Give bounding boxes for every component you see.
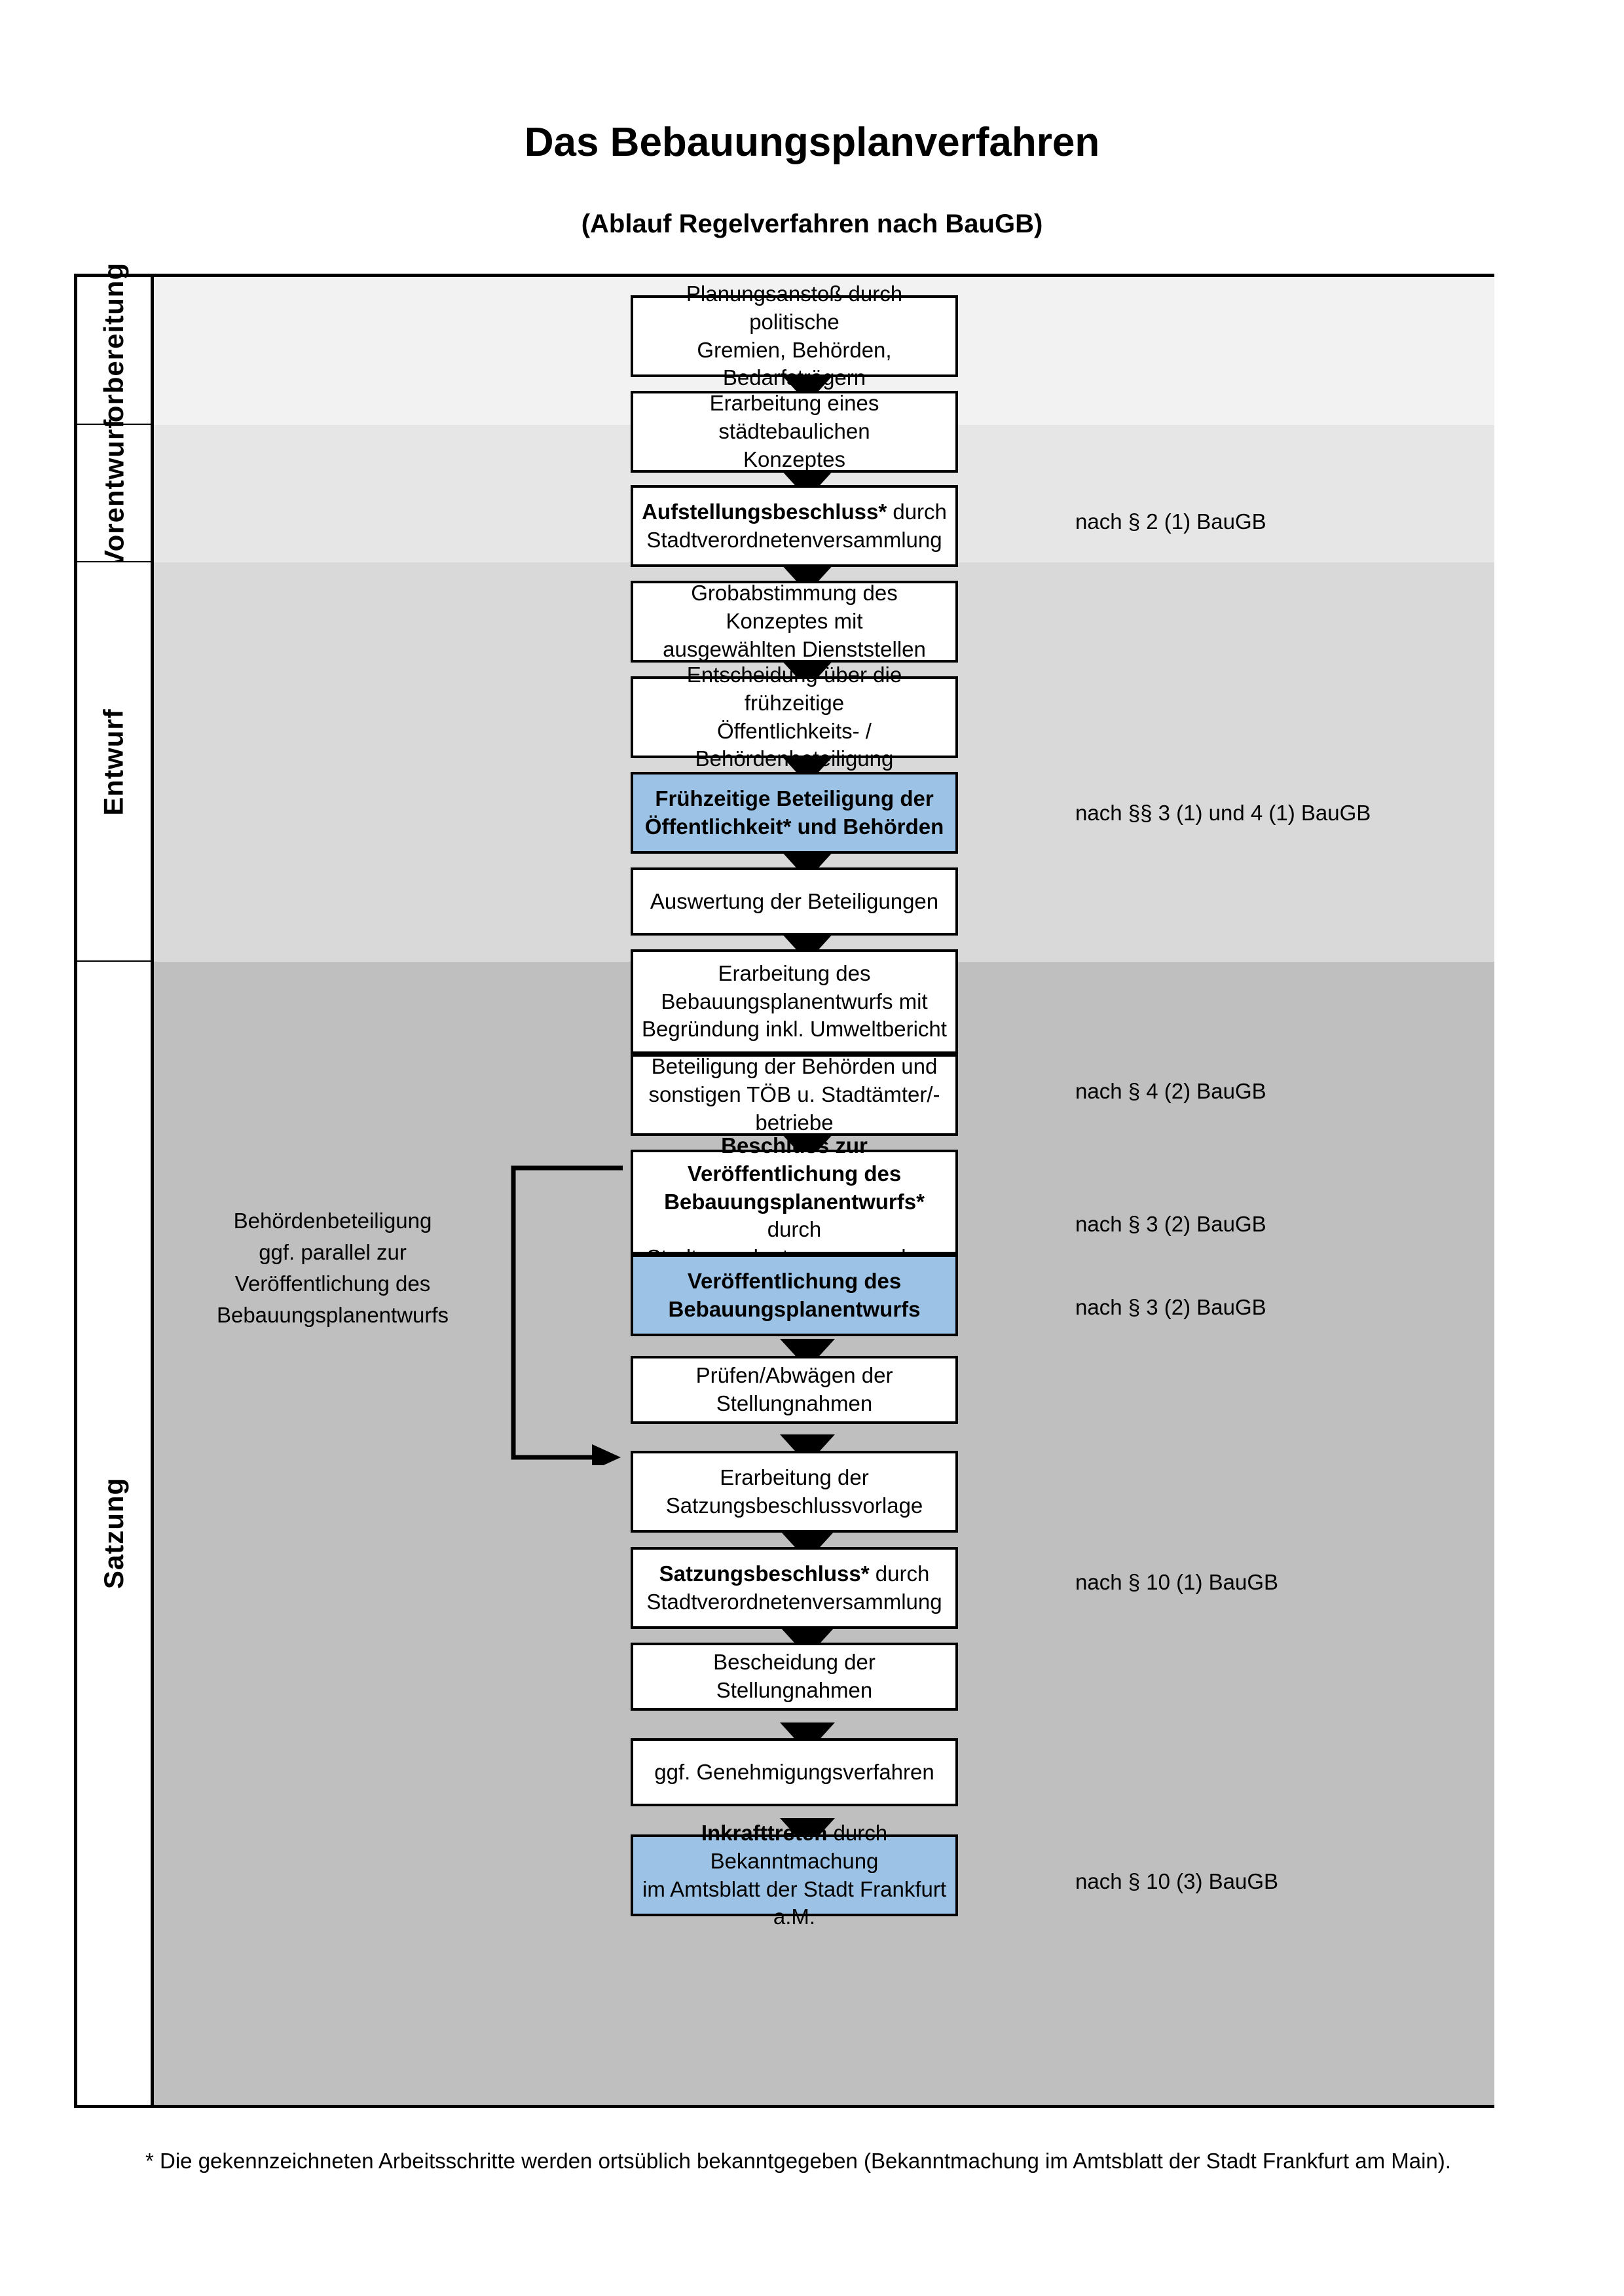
phase-separator <box>77 960 151 962</box>
legal-reference-6: nach § 10 (1) BauGB <box>1075 1570 1279 1594</box>
phase-label-vorentwurf: Vorentwurf <box>77 419 151 568</box>
legal-reference-5: nach § 3 (2) BauGB <box>1075 1295 1266 1319</box>
page-subtitle: (Ablauf Regelverfahren nach BauGB) <box>581 210 1043 238</box>
flow-step-text: Auswertung der Beteiligungen <box>650 888 939 913</box>
phase-label-text: Vorentwurf <box>98 418 129 569</box>
phase-separator <box>77 424 151 426</box>
legal-reference-1: nach § 2 (1) BauGB <box>1075 509 1266 534</box>
flow-step-7[interactable]: Auswertung der Beteiligungen <box>631 867 958 936</box>
flowchart-frame: Vorbereitung Vorentwurf Entwurf Satzung … <box>74 263 1494 2108</box>
side-annotation-line: ggf. parallel zur <box>259 1239 407 1264</box>
side-annotation-line: Veröffentlichung des <box>234 1271 431 1296</box>
flow-step-text: ggf. Genehmigungsverfahren <box>654 1759 934 1784</box>
label-column-divider <box>151 277 154 2105</box>
side-annotation-line: Behördenbeteiligung <box>233 1209 432 1233</box>
phase-label-text: Vorbereitung <box>98 262 130 440</box>
phase-label-entwurf: Entwurf <box>77 562 151 962</box>
phase-label-satzung: Satzung <box>77 962 151 2105</box>
phase-label-text: Entwurf <box>98 708 129 816</box>
page-title: Das Bebauungsplanverfahren <box>524 120 1100 165</box>
flow-step-text: Bescheidung der Stellungnahmen <box>713 1650 876 1702</box>
flow-step-15[interactable]: Bescheidung der Stellungnahmen <box>631 1643 958 1711</box>
legal-reference-4: nach § 3 (2) BauGB <box>1075 1212 1266 1236</box>
flow-step-16[interactable]: ggf. Genehmigungsverfahren <box>631 1738 958 1806</box>
phase-separator <box>77 561 151 563</box>
footnote: * Die gekennzeichneten Arbeitsschritte w… <box>145 2149 1451 2173</box>
behoerdenbeteiligung-loop-connector <box>511 1165 623 1465</box>
phase-label-text: Satzung <box>98 1477 130 1590</box>
flow-step-12[interactable]: Prüfen/Abwägen der Stellungnahmen <box>631 1356 958 1424</box>
legal-reference-2: nach §§ 3 (1) und 4 (1) BauGB <box>1075 801 1371 825</box>
legal-reference-7: nach § 10 (3) BauGB <box>1075 1869 1279 1893</box>
phase-label-vorbereitung: Vorbereitung <box>77 263 151 439</box>
side-annotation: Behördenbeteiligung ggf. parallel zur Ve… <box>195 1205 470 1330</box>
side-annotation-line: Bebauungsplanentwurfs <box>216 1302 449 1327</box>
flow-step-text: Prüfen/Abwägen der Stellungnahmen <box>695 1363 893 1415</box>
legal-reference-3: nach § 4 (2) BauGB <box>1075 1079 1266 1103</box>
